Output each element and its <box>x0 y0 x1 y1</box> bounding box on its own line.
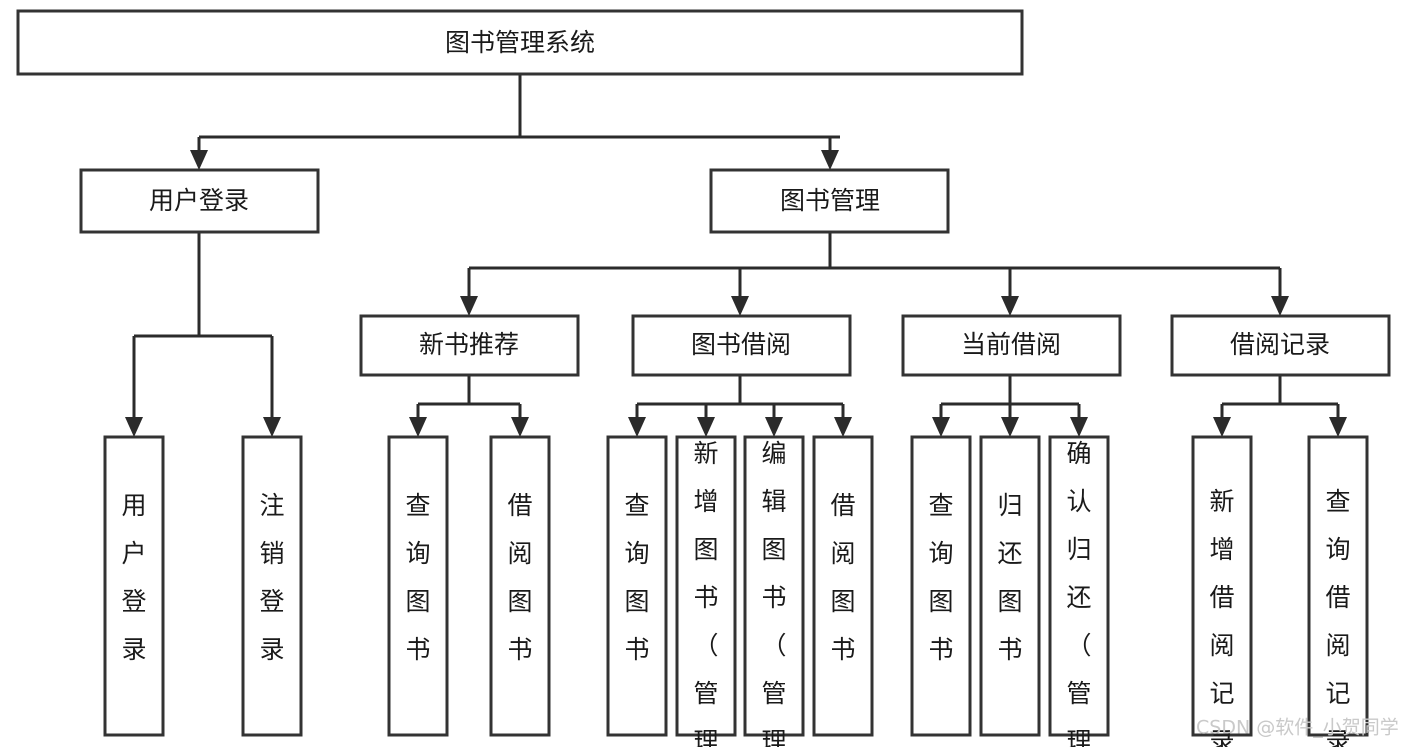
watermark-label: CSDN @软件_小贺同学 <box>1196 717 1399 739</box>
arrow-head-leaf-query-book-3 <box>932 417 950 437</box>
leaf-return-book[interactable]: 归还图书 <box>979 435 1041 737</box>
leaf-query-book-2-box[interactable] <box>606 435 668 737</box>
node-current-borrow[interactable]: 当前借阅 <box>901 314 1122 377</box>
leaf-query-book-2-label: 查询图书 <box>624 491 649 664</box>
leaf-confirm-return[interactable]: 确认归还（管理员） <box>1048 435 1110 747</box>
leaf-confirm-return-label: 确认归还（管理员） <box>1066 439 1091 747</box>
node-root-label: 图书管理系统 <box>445 28 595 57</box>
leaf-add-record-label: 新增借阅记录 <box>1209 487 1234 747</box>
leaf-logout-label: 注销登录 <box>259 491 284 664</box>
leaf-logout-box[interactable] <box>241 435 303 737</box>
node-current-borrow-label: 当前借阅 <box>961 330 1061 359</box>
leaf-query-book-1-box[interactable] <box>387 435 449 737</box>
node-current-borrow-box[interactable] <box>901 314 1122 377</box>
leaf-user-login-label: 用户登录 <box>121 491 146 664</box>
arrow-head-leaf-add-book <box>697 417 715 437</box>
node-root[interactable]: 图书管理系统 <box>16 9 1024 76</box>
node-new-book-recommend[interactable]: 新书推荐 <box>359 314 580 377</box>
node-user-login-box[interactable] <box>79 168 320 234</box>
leaf-query-record[interactable]: 查询借阅记录 <box>1307 435 1369 747</box>
leaf-return-book-box[interactable] <box>979 435 1041 737</box>
node-root-box[interactable] <box>16 9 1024 76</box>
leaf-borrow-book-1[interactable]: 借阅图书 <box>489 435 551 737</box>
leaf-borrow-book-2-label: 借阅图书 <box>830 491 855 664</box>
node-book-management[interactable]: 图书管理 <box>709 168 950 234</box>
node-book-borrow-label: 图书借阅 <box>691 330 791 359</box>
leaf-borrow-book-2[interactable]: 借阅图书 <box>812 435 874 737</box>
leaf-query-record-label: 查询借阅记录 <box>1325 487 1350 747</box>
node-user-login-label: 用户登录 <box>149 186 249 215</box>
leaf-query-book-3-box[interactable] <box>910 435 972 737</box>
node-book-management-label: 图书管理 <box>780 186 880 215</box>
connector-layer <box>125 74 1347 437</box>
arrow-head-book-management <box>821 150 839 170</box>
arrow-head-leaf-return-book <box>1001 417 1019 437</box>
arrow-head-leaf-edit-book <box>765 417 783 437</box>
arrow-head-leaf-user-login <box>125 417 143 437</box>
leaf-user-login[interactable]: 用户登录 <box>103 435 165 737</box>
leaf-add-book-label: 新增图书（管理员） <box>693 439 718 747</box>
leaf-logout[interactable]: 注销登录 <box>241 435 303 737</box>
node-new-book-recommend-label: 新书推荐 <box>419 330 519 359</box>
arrow-head-leaf-confirm-return <box>1070 417 1088 437</box>
node-borrow-record[interactable]: 借阅记录 <box>1170 314 1391 377</box>
node-user-login[interactable]: 用户登录 <box>79 168 320 234</box>
node-book-borrow[interactable]: 图书借阅 <box>631 314 852 377</box>
leaf-query-book-1-label: 查询图书 <box>405 491 430 664</box>
leaf-edit-book[interactable]: 编辑图书（管理员） <box>743 435 805 747</box>
arrow-head-leaf-add-record <box>1213 417 1231 437</box>
arrow-head-leaf-query-book-2 <box>628 417 646 437</box>
arrow-head-book-borrow <box>731 296 749 316</box>
arrow-head-leaf-borrow-book-2 <box>834 417 852 437</box>
leaf-borrow-book-1-label: 借阅图书 <box>507 491 532 664</box>
arrow-head-user-login <box>190 150 208 170</box>
leaf-edit-book-label: 编辑图书（管理员） <box>761 439 786 747</box>
arrow-head-leaf-logout <box>263 417 281 437</box>
arrow-head-new-book-recommend <box>460 296 478 316</box>
node-borrow-record-label: 借阅记录 <box>1230 330 1330 359</box>
leaf-add-record-box[interactable] <box>1191 435 1253 737</box>
node-book-borrow-box[interactable] <box>631 314 852 377</box>
leaf-query-book-1[interactable]: 查询图书 <box>387 435 449 737</box>
leaf-query-book-3-label: 查询图书 <box>928 491 953 664</box>
leaf-add-book-box[interactable] <box>675 435 737 737</box>
arrow-head-leaf-query-record <box>1329 417 1347 437</box>
arrow-head-current-borrow <box>1001 296 1019 316</box>
arrow-head-leaf-borrow-book-1 <box>511 417 529 437</box>
leaf-borrow-book-2-box[interactable] <box>812 435 874 737</box>
leaf-query-book-3[interactable]: 查询图书 <box>910 435 972 737</box>
node-book-management-box[interactable] <box>709 168 950 234</box>
leaf-confirm-return-box[interactable] <box>1048 435 1110 737</box>
leaf-add-record[interactable]: 新增借阅记录 <box>1191 435 1253 747</box>
leaf-query-book-2[interactable]: 查询图书 <box>606 435 668 737</box>
leaf-add-book[interactable]: 新增图书（管理员） <box>675 435 737 747</box>
leaf-edit-book-box[interactable] <box>743 435 805 737</box>
arrow-head-borrow-record <box>1271 296 1289 316</box>
leaf-return-book-label: 归还图书 <box>997 491 1022 664</box>
node-borrow-record-box[interactable] <box>1170 314 1391 377</box>
leaf-user-login-box[interactable] <box>103 435 165 737</box>
leaf-borrow-book-1-box[interactable] <box>489 435 551 737</box>
leaf-query-record-box[interactable] <box>1307 435 1369 737</box>
arrow-head-leaf-query-book-1 <box>409 417 427 437</box>
node-new-book-recommend-box[interactable] <box>359 314 580 377</box>
